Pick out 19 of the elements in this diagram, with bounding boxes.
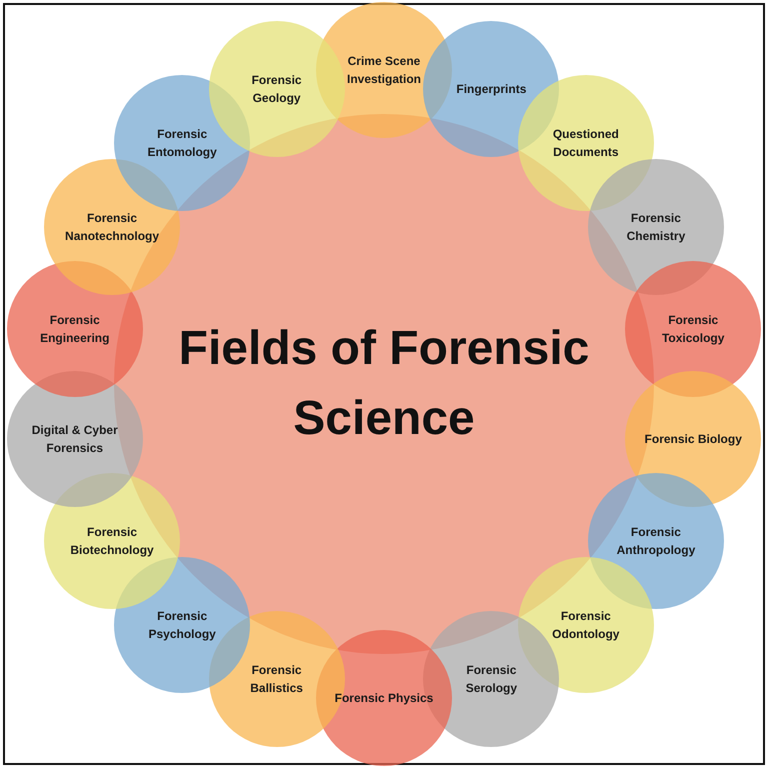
diagram-heading: Fields of Forensic Science xyxy=(178,321,590,447)
field-label: Forensic Engineering xyxy=(39,312,110,348)
field-label: Crime Scene Investigation xyxy=(346,53,422,88)
field-label: Forensic Odontology xyxy=(551,608,620,643)
field-label: Forensic Geology xyxy=(250,72,303,107)
field-label: Forensic Psychology xyxy=(147,608,217,643)
field-label: Forensic Nanotechnology xyxy=(64,210,160,245)
field-label: Forensic Ballistics xyxy=(249,662,304,698)
field-label: Fingerprints xyxy=(456,80,526,98)
field-label: Questioned Documents xyxy=(552,126,620,162)
field-label: Forensic Physics xyxy=(334,690,434,707)
field-label: Digital & Cyber Forensics xyxy=(30,422,119,457)
field-label: Forensic Anthropology xyxy=(616,524,696,559)
field-label: Forensic Serology xyxy=(464,662,518,698)
field-label: Forensic Entomology xyxy=(146,126,218,162)
field-label: Forensic Toxicology xyxy=(660,312,726,348)
field-label: Forensic Biotechnology xyxy=(69,524,155,559)
field-label: Forensic Chemistry xyxy=(626,210,686,245)
field-label: Forensic Biology xyxy=(644,430,742,448)
